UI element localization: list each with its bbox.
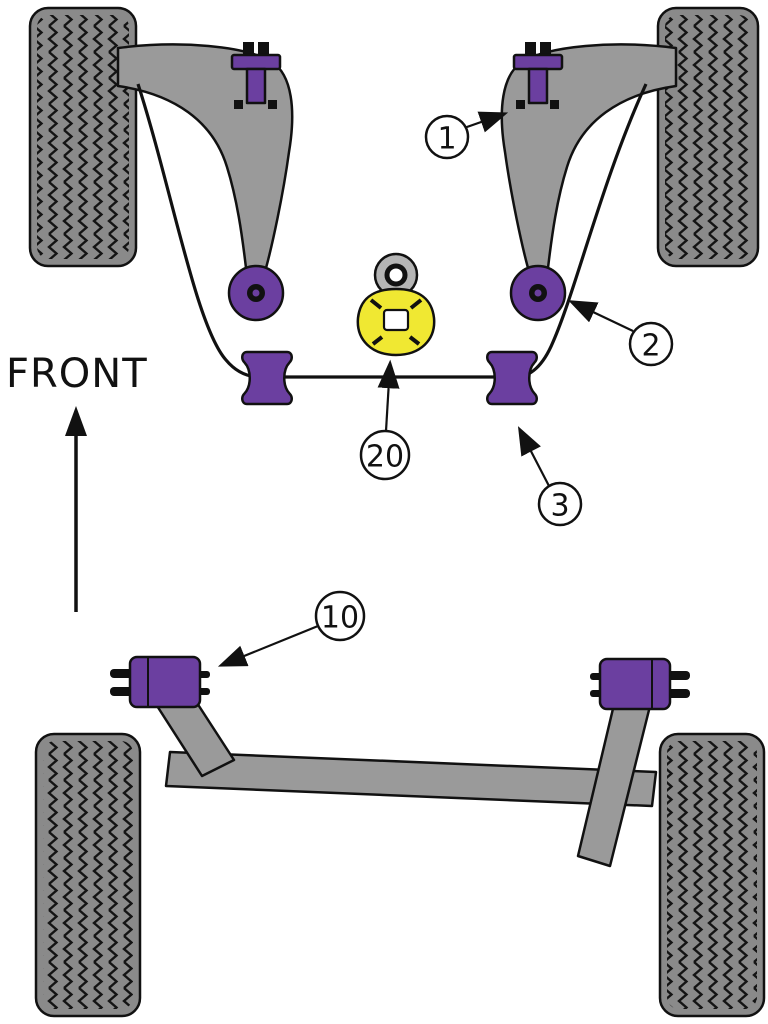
callout-20: 20 xyxy=(359,359,411,481)
callout-circle xyxy=(314,590,366,642)
callout-2-label: 2 xyxy=(641,329,660,364)
callout-20-label: 20 xyxy=(366,440,404,475)
nut-hardware xyxy=(516,100,525,109)
tire-tread-pattern xyxy=(43,741,133,1009)
mount-block xyxy=(598,657,672,711)
stud-hardware xyxy=(110,687,134,696)
stud-hardware xyxy=(110,669,134,678)
tire-tread-pattern xyxy=(667,741,757,1009)
top-mount-flange xyxy=(230,53,282,71)
top-mount-post xyxy=(245,67,267,105)
front-arm-rear-bush-right xyxy=(509,264,567,322)
engine-mount xyxy=(356,252,436,357)
engine-mount-lug-hole xyxy=(384,263,408,287)
front-top-mount-left xyxy=(230,42,282,109)
front-right-tire xyxy=(656,6,760,268)
engine-mount-window xyxy=(382,308,410,332)
top-mount-post xyxy=(527,67,549,105)
callout-circle xyxy=(628,321,674,367)
top-mount-flange xyxy=(512,53,564,71)
stud-hardware xyxy=(666,671,690,680)
tire-tread-pattern xyxy=(37,15,129,259)
callout-10: 10 xyxy=(217,590,366,667)
bolt-hardware xyxy=(540,42,551,56)
callout-circle xyxy=(424,114,470,160)
rear-beam-mount-right xyxy=(590,657,690,711)
front-left-tire xyxy=(28,6,138,268)
arrowhead xyxy=(65,406,87,436)
tire-tread-pattern xyxy=(665,15,751,259)
arb-bush-right xyxy=(486,350,538,406)
rear-beam-mount-left xyxy=(110,655,210,709)
rear-crossbeam xyxy=(164,750,658,808)
callout-circle xyxy=(537,481,583,527)
front-label: FRONT xyxy=(6,351,148,397)
callout-3-label: 3 xyxy=(550,489,569,524)
rear-beam xyxy=(150,684,658,868)
mount-block xyxy=(128,655,202,709)
bolt-hardware xyxy=(243,42,254,56)
nut-hardware xyxy=(234,100,243,109)
callout-3: 3 xyxy=(517,426,583,527)
stud-hardware xyxy=(666,689,690,698)
callout-1-label: 1 xyxy=(437,122,456,157)
nut-hardware xyxy=(268,100,277,109)
arb-bush-left xyxy=(241,350,293,406)
bolt-hardware xyxy=(258,42,269,56)
nut-hardware xyxy=(550,100,559,109)
callout-1: 1 xyxy=(424,111,509,160)
rear-left-tire xyxy=(34,732,142,1018)
front-top-mount-right xyxy=(512,42,564,109)
engine-mount-marks xyxy=(369,298,423,346)
bolt-hardware xyxy=(525,42,536,56)
callout-circle xyxy=(359,429,411,481)
callout-10-label: 10 xyxy=(321,601,359,636)
front-direction-arrow xyxy=(65,406,87,612)
rear-right-tire xyxy=(658,732,766,1018)
front-arm-rear-bush-left xyxy=(227,264,285,322)
callout-2: 2 xyxy=(568,300,674,367)
